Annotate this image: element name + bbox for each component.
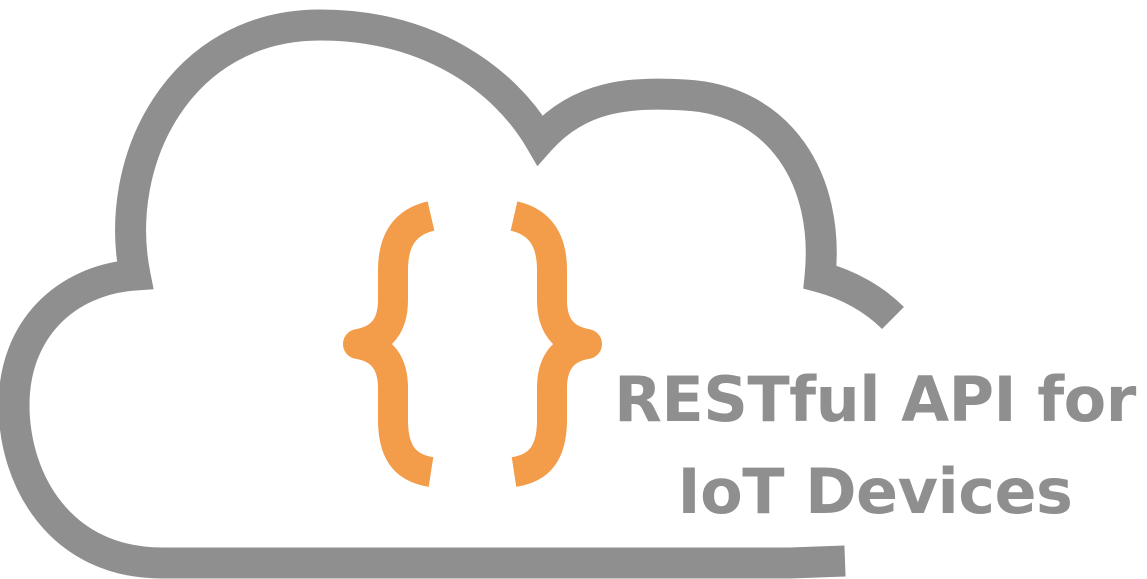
tagline-line-1: RESTful API for [614, 363, 1136, 436]
right-brace-icon [509, 201, 602, 487]
logo-tagline: RESTful API for IoT Devices [605, 354, 1145, 538]
tagline-line-2: IoT Devices [677, 455, 1073, 528]
left-brace-icon [343, 201, 436, 487]
cloud-outline [0, 9, 904, 579]
